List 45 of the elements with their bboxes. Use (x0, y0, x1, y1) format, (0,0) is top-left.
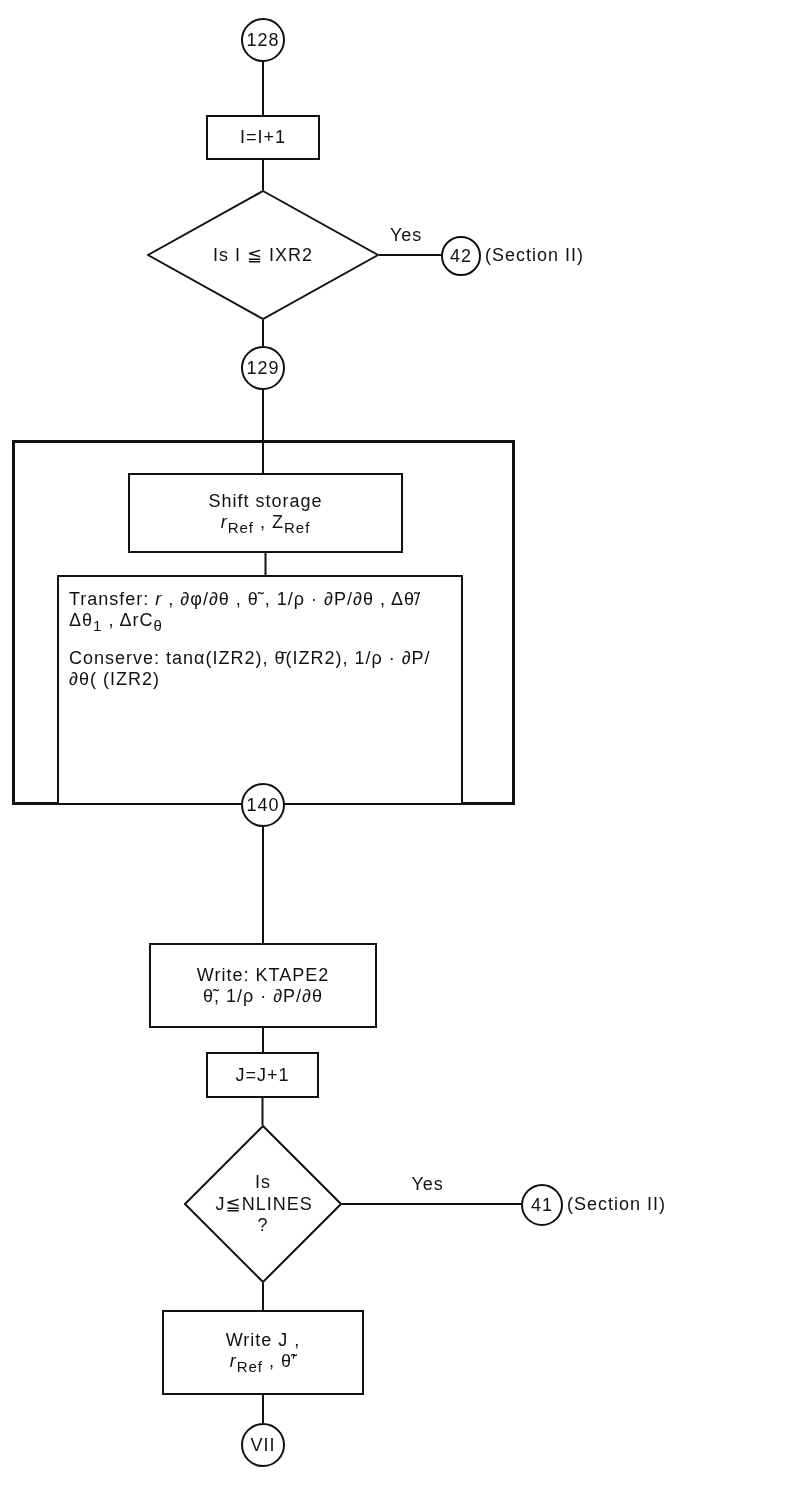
connector-line (341, 1203, 522, 1205)
node-text: r$_{Ref}$ , θ̃′ (229, 1351, 297, 1375)
connector-line (262, 826, 264, 944)
node-text: 128 (246, 29, 280, 51)
connector-circle (241, 346, 285, 390)
node-caption: (Section II) (567, 1194, 667, 1215)
process-box (149, 943, 377, 1028)
connector-line (262, 159, 264, 191)
process-box (206, 1052, 319, 1098)
process-box (162, 1310, 364, 1395)
node-text: Transfer: r , ∂φ/∂θ , θ̃ , 1/ρ · ∂P/∂θ , Δθ̃/Δθ$_{1}$ , ΔrC$_{θ}$ (69, 589, 422, 634)
node-text: 129 (246, 357, 280, 379)
connector-line (262, 389, 264, 474)
node-text: 140 (246, 794, 280, 816)
node-text: 42 (450, 245, 472, 267)
connector-line (378, 254, 442, 256)
node-text: Shift storage (208, 490, 323, 512)
connector-line (262, 319, 264, 347)
connector-line (262, 1027, 264, 1053)
node-text: J=J+1 (235, 1064, 290, 1086)
node-text: Is J≦NLINES ? (215, 1172, 311, 1236)
connector-circle (441, 236, 481, 276)
node-text: I=I+1 (239, 127, 286, 148)
node-text: Conserve: tanα(IZR2), θ̄(IZR2), 1/ρ · ∂P/∂θ( (IZR2) (69, 647, 432, 690)
decision-diamond (147, 190, 379, 320)
process-box (128, 473, 403, 553)
connector-circle (521, 1184, 563, 1226)
node-text: Write J , (225, 1330, 301, 1352)
connector-line (262, 1394, 264, 1424)
connector-circle (241, 783, 285, 827)
node-caption: (Section II) (485, 245, 585, 266)
connector-line (262, 1282, 264, 1311)
node-text: 41 (531, 1194, 553, 1216)
node-text: Is I ≦ IXR2 (212, 244, 314, 266)
node-text: VII (250, 1434, 276, 1456)
connector-line (264, 552, 267, 576)
decision-diamond (184, 1125, 342, 1283)
node-text: θ̃, 1/ρ · ∂P/∂θ (202, 985, 324, 1007)
node-text: Write: KTAPE2 (196, 964, 330, 986)
connector-line (261, 1097, 264, 1126)
process-box (206, 115, 320, 160)
connector-circle (241, 1423, 285, 1467)
connector-line (262, 61, 264, 116)
node-text: r$_{Ref}$ , Z$_{Ref}$ (220, 511, 311, 536)
connector-circle (241, 18, 285, 62)
